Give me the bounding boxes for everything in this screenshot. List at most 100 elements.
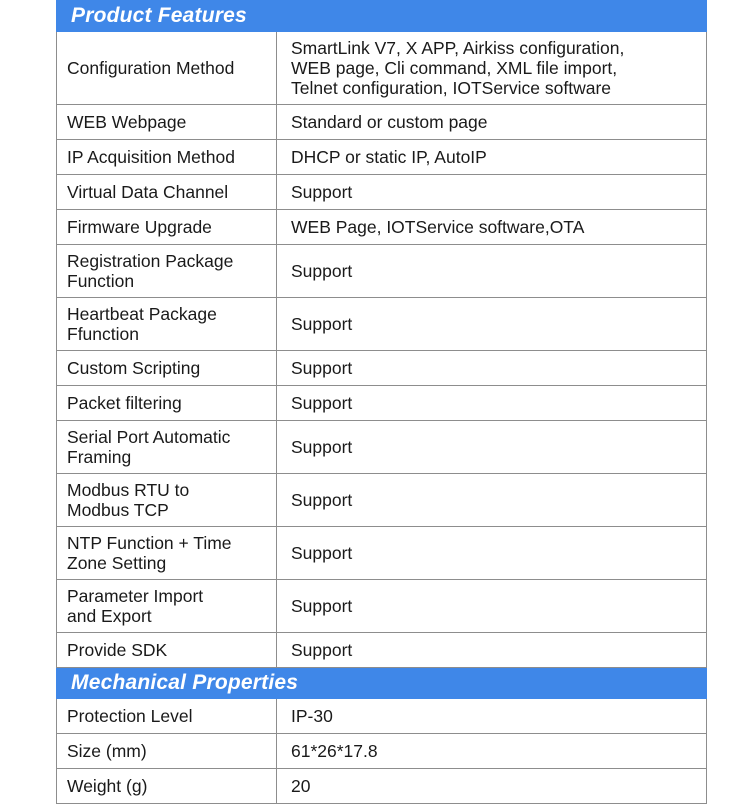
table-row: Provide SDK Support	[56, 632, 708, 668]
spec-value-cell: Support	[275, 297, 708, 351]
spec-value-cell: Support	[275, 473, 708, 527]
spec-value-cell: Support	[275, 244, 708, 298]
spec-value-cell: Support	[275, 579, 708, 633]
spec-value-line: Support	[291, 358, 353, 378]
spec-label-cell: Provide SDK	[56, 632, 277, 668]
spec-label-line: Parameter Import	[67, 586, 204, 606]
spec-value: WEB Page, IOTService software,OTA	[277, 211, 706, 243]
spec-value: Support	[277, 537, 706, 569]
spec-label-cell: IP Acquisition Method	[56, 139, 277, 175]
spec-value-line: Support	[291, 393, 353, 413]
spec-label-cell: Protection Level	[56, 698, 277, 734]
spec-value: Support	[277, 352, 706, 384]
spec-label-line: Firmware Upgrade	[67, 217, 212, 237]
spec-value-cell: Support	[275, 420, 708, 474]
spec-label-line: IP Acquisition Method	[67, 147, 235, 167]
spec-value-cell: Support	[275, 632, 708, 668]
spec-value-line: SmartLink V7, X APP, Airkiss configurati…	[291, 38, 625, 58]
spec-label-line: WEB Webpage	[67, 112, 187, 132]
spec-label-line: Framing	[67, 447, 132, 467]
spec-value-line: Support	[291, 543, 353, 563]
spec-label-cell: Size (mm)	[56, 733, 277, 769]
spec-value-cell: 61*26*17.8	[275, 733, 708, 769]
spec-label-line: NTP Function + Time	[67, 533, 232, 553]
spec-label-line: Zone Setting	[67, 553, 167, 573]
table-row: WEB Webpage Standard or custom page	[56, 104, 708, 140]
spec-value: 61*26*17.8	[277, 735, 706, 767]
spec-value: Support	[277, 634, 706, 666]
spec-value-line: Standard or custom page	[291, 112, 488, 132]
spec-value: Support	[277, 255, 706, 287]
spec-value: 20	[277, 770, 706, 802]
table-row: Custom Scripting Support	[56, 350, 708, 386]
spec-label-line: Size (mm)	[67, 741, 147, 761]
spec-value-cell: 20	[275, 768, 708, 804]
spec-value: Support	[277, 308, 706, 340]
spec-label-cell: Weight (g)	[56, 768, 277, 804]
spec-value-cell: IP-30	[275, 698, 708, 734]
section-title: Mechanical Properties	[71, 671, 299, 694]
spec-label-line: Packet filtering	[67, 393, 182, 413]
table-row: Size (mm) 61*26*17.8	[56, 733, 708, 769]
spec-value-cell: Support	[275, 526, 708, 580]
spec-label: Packet filtering	[57, 387, 276, 419]
spec-label-cell: WEB Webpage	[56, 104, 277, 140]
spec-value: SmartLink V7, X APP, Airkiss configurati…	[277, 32, 706, 104]
table-row: Protection Level IP-30	[56, 698, 708, 734]
spec-value: Support	[277, 590, 706, 622]
spec-value-line: DHCP or static IP, AutoIP	[291, 147, 487, 167]
spec-label-cell: Custom Scripting	[56, 350, 277, 386]
spec-label: Size (mm)	[57, 735, 276, 767]
spec-value: IP-30	[277, 700, 706, 732]
section-title: Product Features	[71, 4, 247, 27]
spec-label: Virtual Data Channel	[57, 176, 276, 208]
spec-label-cell: Firmware Upgrade	[56, 209, 277, 245]
spec-value-cell: Support	[275, 174, 708, 210]
spec-label-cell: Packet filtering	[56, 385, 277, 421]
spec-label-line: Provide SDK	[67, 640, 168, 660]
spec-value: Standard or custom page	[277, 106, 706, 138]
spec-value-cell: SmartLink V7, X APP, Airkiss configurati…	[275, 31, 708, 105]
spec-label-line: Weight (g)	[67, 776, 148, 796]
spec-label-line: Protection Level	[67, 706, 193, 726]
table-row: Weight (g) 20	[56, 768, 708, 804]
spec-label-cell: Virtual Data Channel	[56, 174, 277, 210]
spec-value-line: 20	[291, 776, 311, 796]
spec-value-cell: DHCP or static IP, AutoIP	[275, 139, 708, 175]
table-row: Firmware Upgrade WEB Page, IOTService sof…	[56, 209, 708, 245]
spec-label: WEB Webpage	[57, 106, 276, 138]
spec-value-line: Support	[291, 437, 353, 457]
spec-label: Firmware Upgrade	[57, 211, 276, 243]
spec-value-line: IP-30	[291, 706, 333, 726]
spec-label: Custom Scripting	[57, 352, 276, 384]
spec-label-line: Heartbeat Package	[67, 304, 217, 324]
spec-label-line: Serial Port Automatic	[67, 427, 231, 447]
spec-value-line: Support	[291, 182, 353, 202]
spec-value: DHCP or static IP, AutoIP	[277, 141, 706, 173]
spec-value-line: Support	[291, 314, 353, 334]
spec-value-line: Support	[291, 596, 353, 616]
spec-label: Protection Level	[57, 700, 276, 732]
spec-value-cell: WEB Page, IOTService software,OTA	[275, 209, 708, 245]
spec-value-cell: Support	[275, 385, 708, 421]
